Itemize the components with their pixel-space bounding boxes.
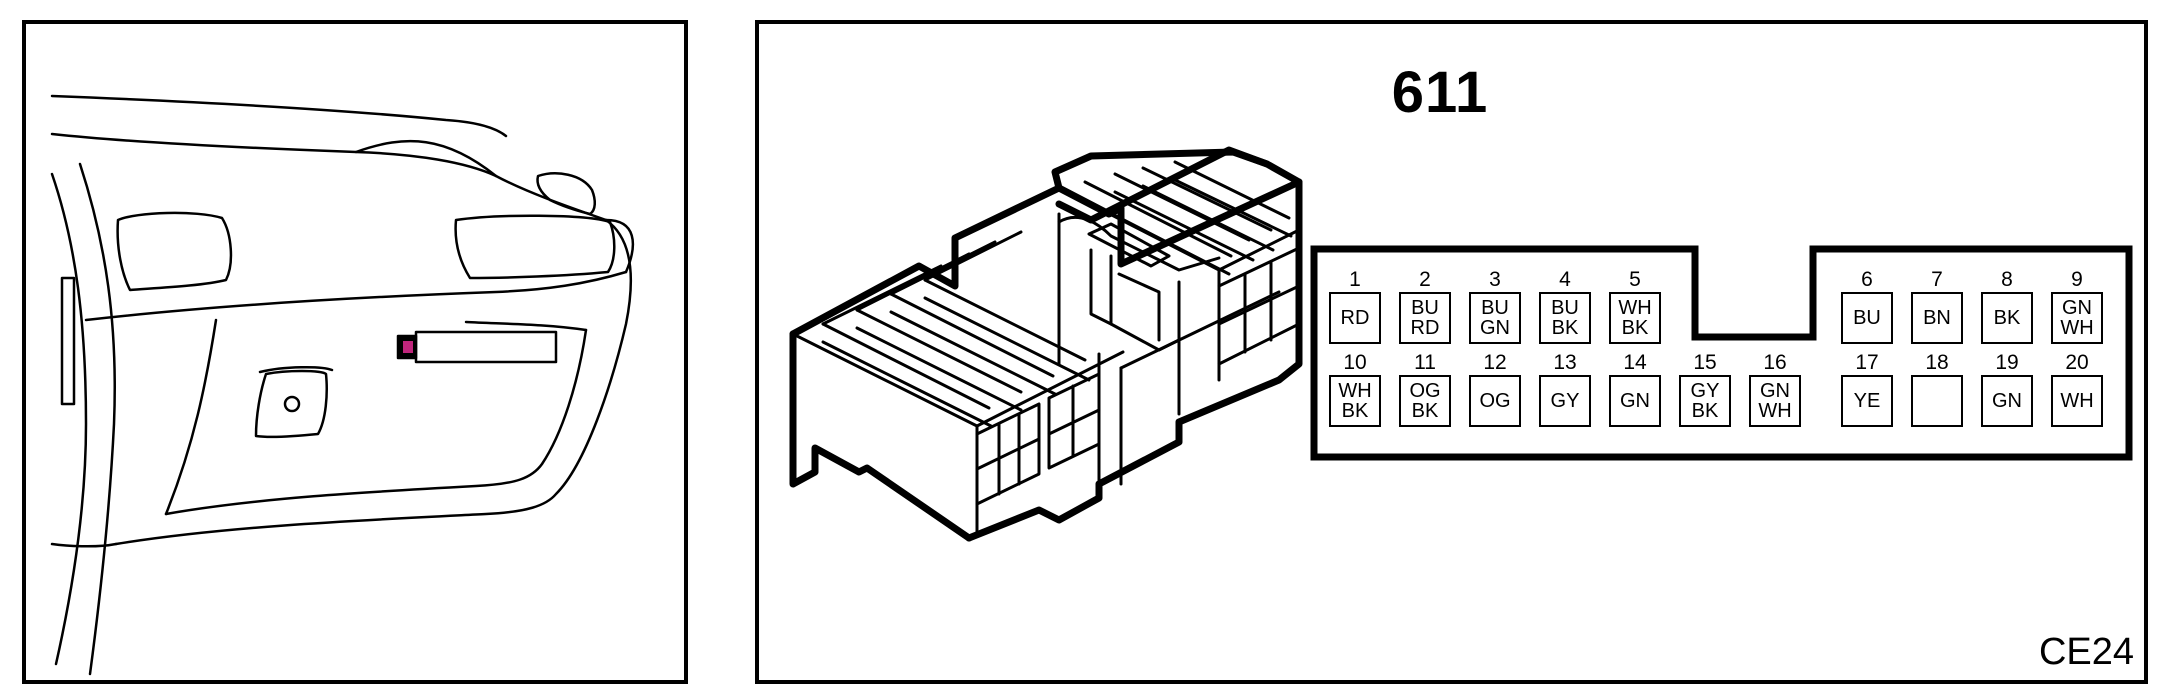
location-view-panel	[22, 20, 688, 684]
wire-color-code: GN	[1620, 390, 1650, 412]
pin-number: 20	[2065, 351, 2089, 374]
pin-number: 9	[2071, 268, 2083, 291]
wire-color-code: BK	[1411, 400, 1439, 422]
pin-cavity: YE	[1841, 375, 1893, 427]
pin-number: 7	[1931, 268, 1943, 291]
wire-color-code: BU	[1411, 297, 1439, 319]
wire-color-code: BK	[1341, 400, 1369, 422]
wire-color-code: WH	[2060, 390, 2094, 412]
wire-color-code: BU	[1551, 297, 1579, 319]
connector-number: 611	[1391, 60, 1489, 125]
pin-number: 2	[1419, 268, 1431, 291]
pin-number: 3	[1489, 268, 1501, 291]
wire-color-code: BU	[1481, 297, 1509, 319]
pin-18: 18	[1907, 352, 1967, 427]
pin-number: 14	[1623, 351, 1647, 374]
wire-color-code: WH	[1338, 380, 1372, 402]
pin-number: 6	[1861, 268, 1873, 291]
wire-color-code: YE	[1853, 390, 1881, 412]
wire-color-code: BN	[1923, 307, 1951, 329]
wire-color-code: BU	[1853, 307, 1881, 329]
wire-color-code: WH	[1618, 297, 1652, 319]
wire-color-code: GN	[1760, 380, 1790, 402]
pin-cavity: BN	[1911, 292, 1963, 344]
wire-color-code: WH	[1758, 400, 1792, 422]
wire-color-code: OG	[1409, 380, 1441, 402]
wire-color-code: WH	[2060, 317, 2094, 339]
pin-number: 18	[1925, 351, 1949, 374]
pin-number: 13	[1553, 351, 1577, 374]
pin-number: 12	[1483, 351, 1507, 374]
pin-number: 1	[1349, 268, 1361, 291]
wire-color-code: BK	[1621, 317, 1649, 339]
wire-color-code: RD	[1340, 307, 1370, 329]
pin-cavity: GY	[1539, 375, 1591, 427]
wire-color-code: RD	[1410, 317, 1440, 339]
pin-cavity: RD	[1329, 292, 1381, 344]
connector-location-marker	[403, 341, 413, 353]
wire-color-code: BK	[1691, 400, 1719, 422]
connector-3d-illustration	[789, 146, 1303, 542]
wire-color-code: GY	[1550, 390, 1580, 412]
pin-cavity: OG	[1469, 375, 1521, 427]
pin-cavity: BK	[1981, 292, 2033, 344]
pin-cavity: BU	[1841, 292, 1893, 344]
pin-number: 5	[1629, 268, 1641, 291]
connector-face-panel: 6 11	[755, 20, 2148, 684]
pin-number: 11	[1414, 351, 1436, 374]
figure-code: CE24	[2038, 631, 2134, 673]
pin-number: 15	[1693, 351, 1717, 374]
wire-color-code: GN	[1992, 390, 2022, 412]
connector-face-outline	[1310, 245, 2133, 461]
pin-number: 10	[1343, 351, 1367, 374]
wire-color-code: GN	[2062, 297, 2092, 319]
wire-color-code: BK	[1993, 307, 2021, 329]
pin-cavity: WH	[2051, 375, 2103, 427]
pin-number: 19	[1995, 351, 2019, 374]
pin-number: 17	[1855, 351, 1879, 374]
wire-color-code: GN	[1480, 317, 1510, 339]
dashboard-illustration	[50, 94, 635, 676]
pin-number: 8	[2001, 268, 2013, 291]
pin-cavity	[1911, 375, 1963, 427]
pin-cavity: GN	[1981, 375, 2033, 427]
pin-number: 4	[1559, 268, 1571, 291]
pin-number: 16	[1763, 351, 1787, 374]
wire-color-code: BK	[1551, 317, 1579, 339]
wire-color-code: GY	[1690, 380, 1720, 402]
wire-color-code: OG	[1479, 390, 1511, 412]
pin-cavity: GN	[1609, 375, 1661, 427]
